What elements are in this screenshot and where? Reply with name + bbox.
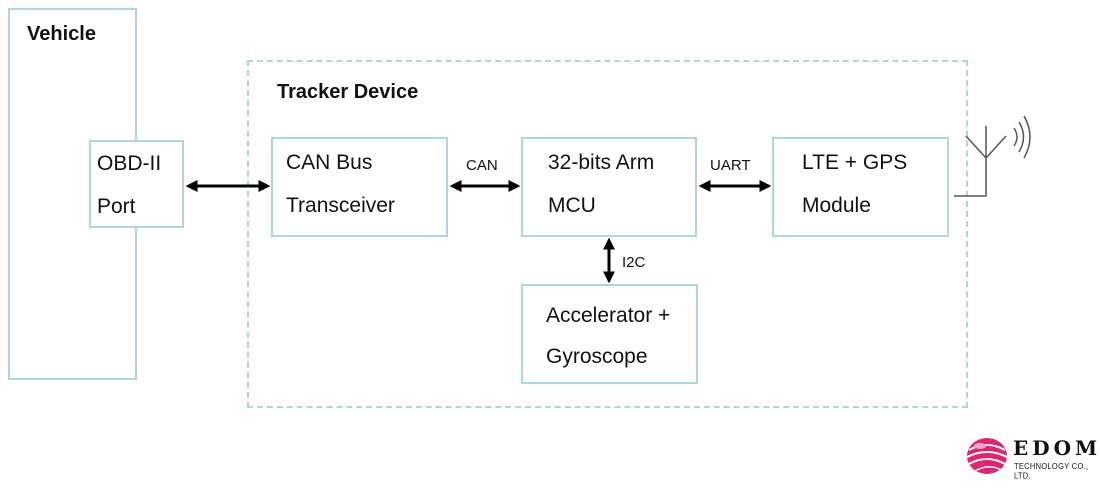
accel-gyro-block bbox=[521, 284, 698, 384]
edom-globe-icon bbox=[966, 438, 1008, 474]
obd-port-label-line2: Port bbox=[97, 195, 136, 218]
tracker-device-title: Tracker Device bbox=[277, 81, 419, 103]
edom-logo bbox=[966, 438, 1008, 474]
tracker-device-container bbox=[247, 60, 968, 408]
edom-brand-text: EDOM bbox=[1013, 436, 1100, 460]
mcu-label-line1: 32-bits Arm bbox=[548, 151, 655, 174]
obd-port-label-line1: OBD-II bbox=[97, 152, 162, 175]
lte-gps-label-line1: LTE + GPS bbox=[802, 151, 908, 174]
mcu-label-line2: MCU bbox=[548, 194, 596, 217]
vehicle-title: Vehicle bbox=[27, 23, 96, 45]
obd-port-block bbox=[89, 140, 184, 228]
i2c-connection-label: I2C bbox=[622, 254, 646, 271]
accel-gyro-label-line1: Accelerator + bbox=[546, 304, 671, 327]
lte-gps-block bbox=[772, 137, 949, 237]
antenna-icon bbox=[954, 115, 1031, 197]
can-transceiver-block bbox=[271, 137, 448, 237]
can-connection-label: CAN bbox=[466, 157, 498, 174]
mcu-block bbox=[521, 137, 697, 237]
accel-gyro-label-line2: Gyroscope bbox=[546, 345, 648, 368]
can-transceiver-label-line2: Transceiver bbox=[286, 194, 395, 217]
can-transceiver-label-line1: CAN Bus bbox=[286, 151, 373, 174]
lte-gps-label-line2: Module bbox=[802, 194, 871, 217]
uart-connection-label: UART bbox=[710, 157, 751, 174]
edom-brand-subtext: TECHNOLOGY CO., LTD. bbox=[1014, 461, 1089, 481]
